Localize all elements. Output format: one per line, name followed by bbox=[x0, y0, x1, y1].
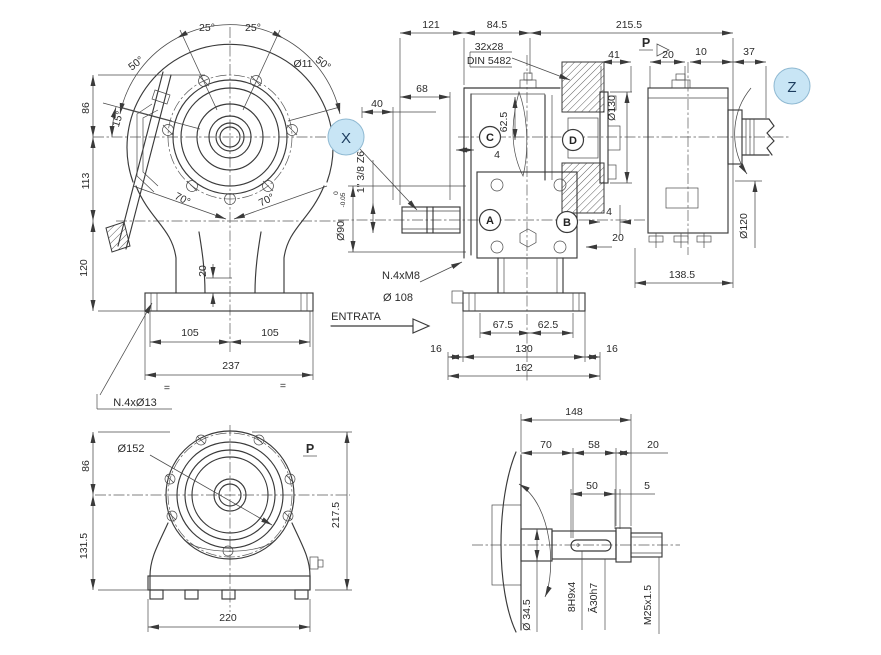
dim-angle-25-left: 25° bbox=[199, 22, 215, 34]
dim-o34-5: Ø 34.5 bbox=[521, 599, 533, 631]
dim-84-5: 84.5 bbox=[487, 19, 508, 31]
flange-bolts bbox=[162, 75, 298, 205]
feet-holes-note: N.4xØ13 bbox=[113, 397, 156, 409]
balloon-z: Z bbox=[773, 67, 811, 105]
balloon-z-label: Z bbox=[787, 79, 796, 96]
dim-105-left: 105 bbox=[181, 327, 199, 339]
balloon-b: B bbox=[555, 210, 579, 234]
dim-105-right: 105 bbox=[261, 327, 279, 339]
dim-o120: Ø120 bbox=[738, 213, 750, 239]
balloon-d: D bbox=[561, 128, 585, 152]
dim-138-5: 138.5 bbox=[669, 269, 695, 281]
dim-62-5-feet: 62.5 bbox=[538, 319, 559, 331]
view-label-p: P bbox=[306, 442, 314, 456]
bolt-circle-note: Ø 108 bbox=[383, 292, 413, 304]
face-bolts bbox=[490, 178, 567, 254]
dim-o90: Ø90 bbox=[335, 221, 347, 241]
input-direction-label: ENTRATA bbox=[331, 311, 381, 323]
hole-diameter-note: Ø11 bbox=[293, 58, 312, 70]
dim-4-face: 4 bbox=[494, 149, 500, 161]
dim-237: 237 bbox=[222, 360, 240, 372]
dim-162: 162 bbox=[515, 362, 533, 374]
dim-4-right: 4 bbox=[606, 206, 612, 218]
balloon-x: X bbox=[327, 118, 365, 156]
output-feet-bolts bbox=[648, 233, 712, 248]
bottom-front-view: Ø152 P 86 131.5 217.5 220 bbox=[78, 425, 352, 632]
dim-20-right: 20 bbox=[612, 232, 624, 244]
view-arrow-p: P bbox=[642, 36, 650, 50]
balloon-c-label: C bbox=[486, 132, 494, 144]
front-view: 25° 25° 50° 50° Ø11 15° 86 113 120 20 70… bbox=[78, 22, 348, 410]
dim-37: 37 bbox=[743, 46, 755, 58]
balloon-d-label: D bbox=[569, 135, 577, 147]
dim-41: 41 bbox=[608, 49, 620, 61]
dim-113: 113 bbox=[80, 172, 92, 189]
input-spline-note: 1" 3/8 Z6 bbox=[355, 151, 367, 193]
dim-40: 40 bbox=[371, 98, 383, 110]
dim-o90-tol-lower: -0.05 bbox=[340, 192, 347, 207]
balloon-a-label: A bbox=[486, 215, 494, 227]
dim-angle-50-right: 50° bbox=[313, 54, 333, 73]
dim-86-bottom: 86 bbox=[80, 460, 92, 472]
dim-215-5: 215.5 bbox=[616, 19, 642, 31]
dim-70: 70 bbox=[540, 439, 552, 451]
dim-angle-15: 15° bbox=[110, 110, 126, 129]
bolt-circle-diameter: Ø152 bbox=[118, 443, 145, 455]
spline-note-line2: DIN 5482 bbox=[467, 55, 512, 67]
dim-148: 148 bbox=[565, 406, 583, 418]
screws-note: N.4xM8 bbox=[382, 270, 420, 282]
dim-angle-70-right: 70° bbox=[257, 191, 277, 209]
dim-130: 130 bbox=[515, 343, 533, 355]
dim-220: 220 bbox=[219, 612, 237, 624]
symmetry-mark-left: = bbox=[164, 382, 170, 394]
thread-note: M25x1.5 bbox=[642, 585, 654, 625]
dim-o90-tol-upper: 0 bbox=[333, 191, 340, 195]
dim-121: 121 bbox=[422, 19, 440, 31]
dim-86: 86 bbox=[80, 102, 92, 114]
dim-62-5-axis: 62.5 bbox=[498, 112, 510, 133]
dim-10: 10 bbox=[695, 46, 707, 58]
dim-16-right: 16 bbox=[606, 343, 618, 355]
dim-16-left: 16 bbox=[430, 343, 442, 355]
dim-20-shaft: 20 bbox=[647, 439, 659, 451]
balloon-x-label: X bbox=[341, 130, 351, 147]
dim-angle-25-right: 25° bbox=[245, 22, 261, 34]
dim-o130: Ø130 bbox=[606, 95, 618, 121]
dim-68: 68 bbox=[416, 83, 428, 95]
dim-50: 50 bbox=[586, 480, 598, 492]
dim-58: 58 bbox=[588, 439, 600, 451]
dim-217-5: 217.5 bbox=[330, 502, 342, 528]
spline-note-line1: 32x28 bbox=[475, 41, 504, 53]
symmetry-mark-right: = bbox=[280, 380, 286, 392]
dim-131-5: 131.5 bbox=[78, 533, 90, 559]
balloon-b-label: B bbox=[563, 217, 571, 229]
dim-angle-50-left: 50° bbox=[126, 54, 146, 73]
balloon-c: C bbox=[478, 125, 502, 149]
dim-5: 5 bbox=[644, 480, 650, 492]
dim-20-vertical: 20 bbox=[197, 265, 209, 277]
bottom-feet bbox=[149, 589, 309, 600]
shaft-detail-view: 148 70 58 20 50 5 Ø 34.5 8H9x4 Ã30h7 M25… bbox=[472, 406, 680, 634]
shaft-fit-note: Ã30h7 bbox=[587, 583, 600, 614]
dim-20-flange: 20 bbox=[662, 49, 674, 61]
dim-120: 120 bbox=[78, 259, 90, 277]
section-view: A B C D X Z 121 84.5 215.5 32x28 DIN 548… bbox=[327, 19, 811, 382]
balloon-a: A bbox=[478, 208, 502, 232]
dim-67-5: 67.5 bbox=[493, 319, 514, 331]
keyway-note: 8H9x4 bbox=[566, 582, 578, 613]
